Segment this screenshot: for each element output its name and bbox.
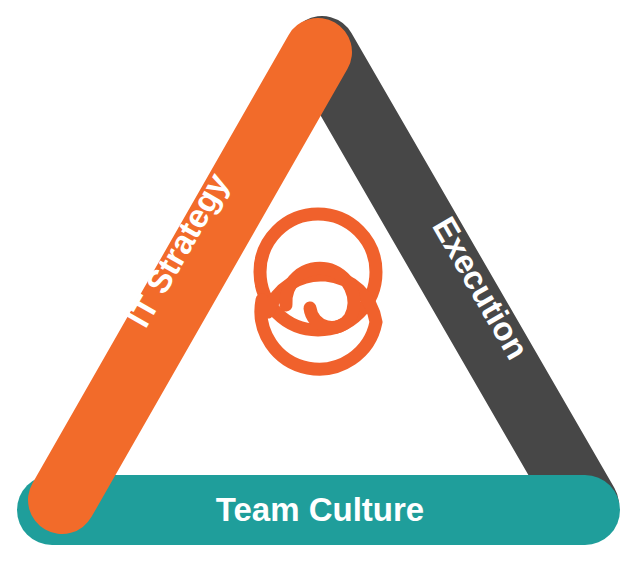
spiral-logo bbox=[260, 214, 376, 369]
band-label: Team Culture bbox=[216, 492, 424, 528]
band-label-box: Execution bbox=[419, 204, 541, 373]
team-culture-band bbox=[52, 475, 585, 545]
execution-band bbox=[322, 50, 585, 505]
it-strategy-band bbox=[62, 52, 318, 500]
band-label-box: Team Culture bbox=[210, 489, 431, 532]
band-label: IT Strategy bbox=[120, 167, 236, 333]
logo-ring bbox=[260, 214, 376, 330]
logo-inner bbox=[286, 268, 354, 327]
band-label: Execution bbox=[425, 211, 535, 366]
band-label-box: IT Strategy bbox=[114, 160, 242, 340]
